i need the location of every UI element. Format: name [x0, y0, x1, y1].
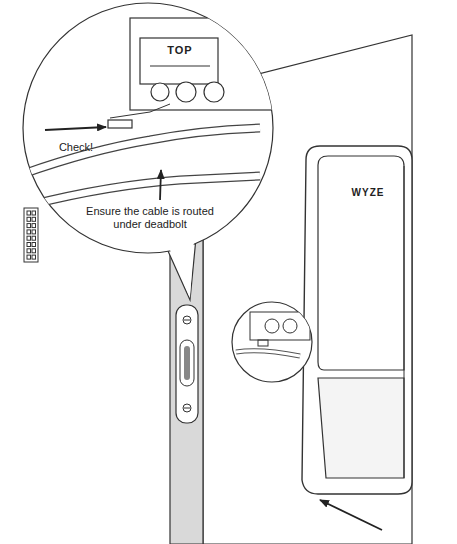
inset-detail: [232, 302, 312, 382]
pointer-arrow: [320, 500, 382, 530]
callout-bubble: [20, 3, 290, 300]
cable-connector: [24, 208, 38, 262]
keypad-lock: [302, 146, 412, 494]
brand-logo: WYZE: [352, 186, 385, 199]
note-label: Check!: [59, 141, 93, 154]
deadbolt-faceplate: [176, 305, 198, 423]
door-edge: [170, 240, 203, 544]
note-label: Ensure the cable is routed under deadbol…: [75, 205, 225, 231]
part-label: TOP: [167, 44, 192, 57]
